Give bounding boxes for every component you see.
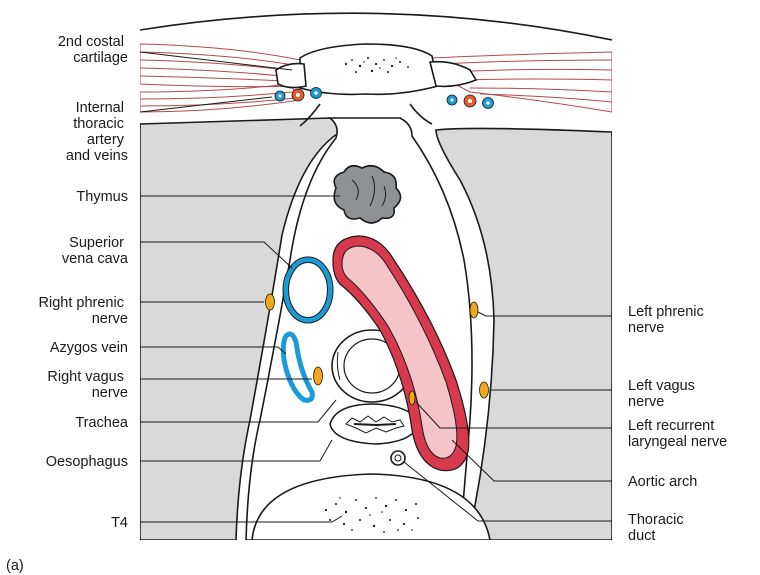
label-internal-thoracic-vessels: Internal thoracic artery and veins [66,100,128,164]
right-phrenic-nerve [266,294,275,310]
chest-wall-outline [140,13,612,40]
right-vagus-nerve [314,367,323,385]
label-thymus: Thymus [76,189,128,205]
label-superior-vena-cava: Superior vena cava [62,235,129,267]
labels-left: 2nd costal cartilage Internal thoracic a… [39,34,129,531]
label-left-vagus-nerve: Left vagus nerve [628,378,699,410]
left-recurrent-laryngeal-nerve [409,391,415,405]
label-azygos-vein: Azygos vein [50,340,128,356]
left-costal-cartilage [276,64,306,88]
superior-vena-cava [286,260,330,320]
label-left-recurrent-laryngeal-nerve: Left recurrent laryngeal nerve [628,418,727,450]
label-aortic-arch: Aortic arch [628,474,697,490]
sternum [300,44,438,94]
left-vagus-nerve [480,382,489,398]
label-trachea: Trachea [75,415,129,431]
label-right-vagus-nerve: Right vagus nerve [47,369,128,401]
label-left-phrenic-nerve: Left phrenic nerve [628,304,708,336]
pleura-right [410,104,432,124]
label-oesophagus: Oesophagus [46,454,128,470]
labels-right: Left phrenic nerve Left vagus nerve Left… [628,304,727,544]
label-costal-cartilage: 2nd costal cartilage [58,34,128,66]
internal-thoracic-vessels-right [447,95,494,109]
label-t4: T4 [111,515,128,531]
panel-label: (a) [6,558,24,574]
label-thoracic-duct: Thoracic duct [628,512,688,544]
label-right-phrenic-nerve: Right phrenic nerve [39,295,128,327]
internal-thoracic-vessels-left [275,88,322,102]
left-phrenic-nerve [470,302,478,318]
right-costal-cartilage [430,62,476,87]
